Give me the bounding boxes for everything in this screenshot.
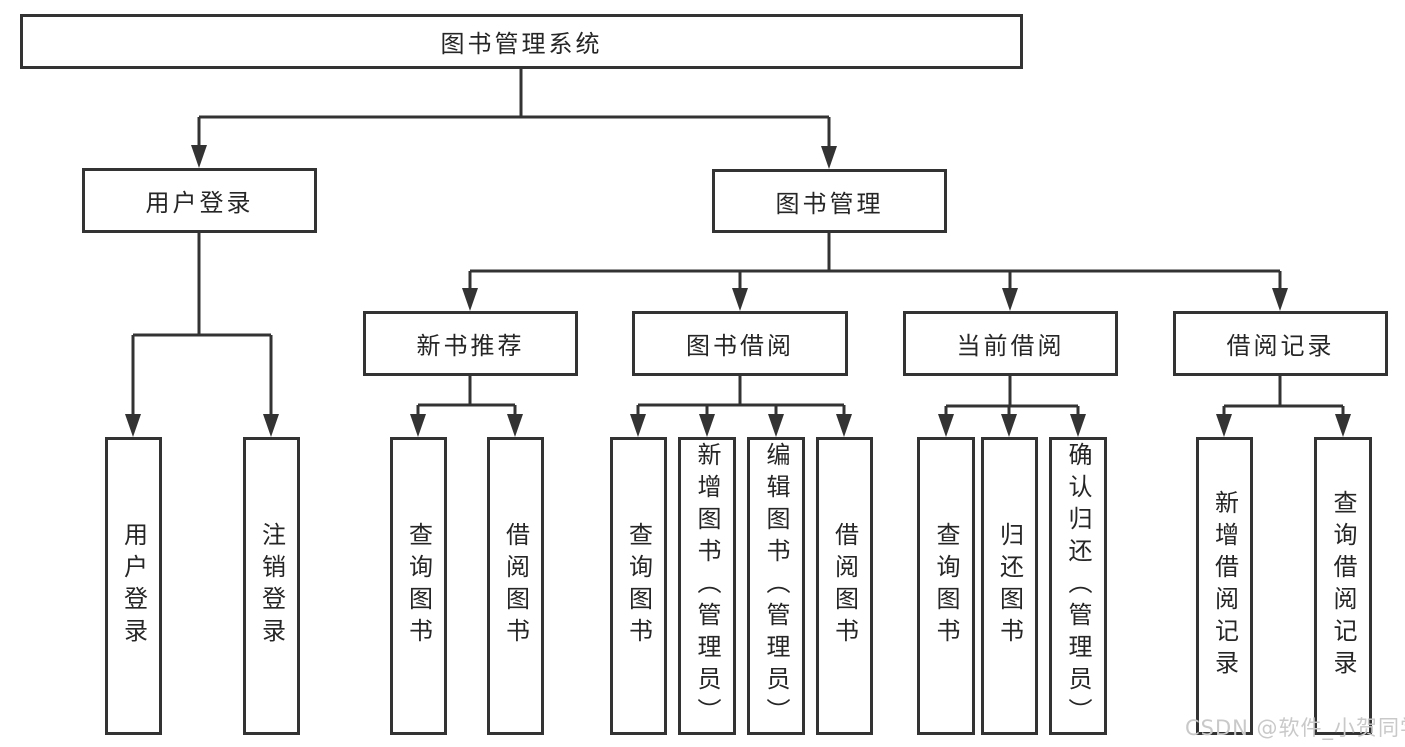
leaf-borrow-books-borrowing: 借阅图书 (816, 437, 873, 735)
node-new-book-recommend: 新书推荐 (363, 311, 578, 376)
connector-path (944, 376, 1080, 419)
leaf-confirm-return-admin: 确认归还（管理员） (1049, 437, 1107, 735)
arrowhead-icon (263, 414, 279, 437)
arrowhead-icon (1272, 288, 1288, 311)
leaf-logout: 注销登录 (243, 437, 300, 735)
connector-path (636, 376, 846, 419)
leaf-add-books-admin: 新增图书（管理员） (678, 437, 736, 735)
connector-path (1222, 376, 1345, 419)
arrowhead-icon (1335, 414, 1351, 437)
leaf-borrow-books-recommend: 借阅图书 (487, 437, 544, 735)
leaf-query-books-current: 查询图书 (917, 437, 975, 735)
leaf-query-books-borrowing: 查询图书 (610, 437, 667, 735)
arrowhead-icon (821, 146, 837, 169)
arrowhead-icon (1216, 414, 1232, 437)
arrowhead-icon (1070, 414, 1086, 437)
watermark: CSDN @软件_小贺同学 (1185, 716, 1405, 740)
connector-path (416, 376, 517, 419)
arrowhead-icon (630, 414, 646, 437)
leaf-query-borrow-record: 查询借阅记录 (1314, 437, 1372, 735)
arrowhead-icon (938, 414, 954, 437)
arrowhead-icon (699, 414, 715, 437)
node-current-borrowing: 当前借阅 (903, 311, 1118, 376)
arrowhead-icon (768, 414, 784, 437)
arrowhead-icon (410, 414, 426, 437)
leaf-user-login: 用户登录 (105, 437, 162, 735)
node-borrowing-records: 借阅记录 (1173, 311, 1388, 376)
arrowhead-icon (462, 288, 478, 311)
node-book-borrowing: 图书借阅 (632, 311, 848, 376)
connector-path (131, 233, 273, 419)
arrowhead-icon (125, 414, 141, 437)
arrowhead-icon (191, 145, 207, 168)
leaf-edit-books-admin: 编辑图书（管理员） (747, 437, 805, 735)
arrowhead-icon (836, 414, 852, 437)
arrowhead-icon (1002, 288, 1018, 311)
leaf-query-books-recommend: 查询图书 (390, 437, 447, 735)
arrowhead-icon (507, 414, 523, 437)
arrowhead-icon (732, 288, 748, 311)
connector-path (197, 69, 831, 151)
node-library-system: 图书管理系统 (20, 14, 1023, 69)
connector-path (468, 233, 1282, 293)
node-book-management: 图书管理 (712, 169, 947, 233)
arrowhead-icon (1001, 414, 1017, 437)
leaf-return-books: 归还图书 (981, 437, 1038, 735)
leaf-add-borrow-record: 新增借阅记录 (1196, 437, 1253, 735)
node-user-login: 用户登录 (82, 168, 317, 233)
